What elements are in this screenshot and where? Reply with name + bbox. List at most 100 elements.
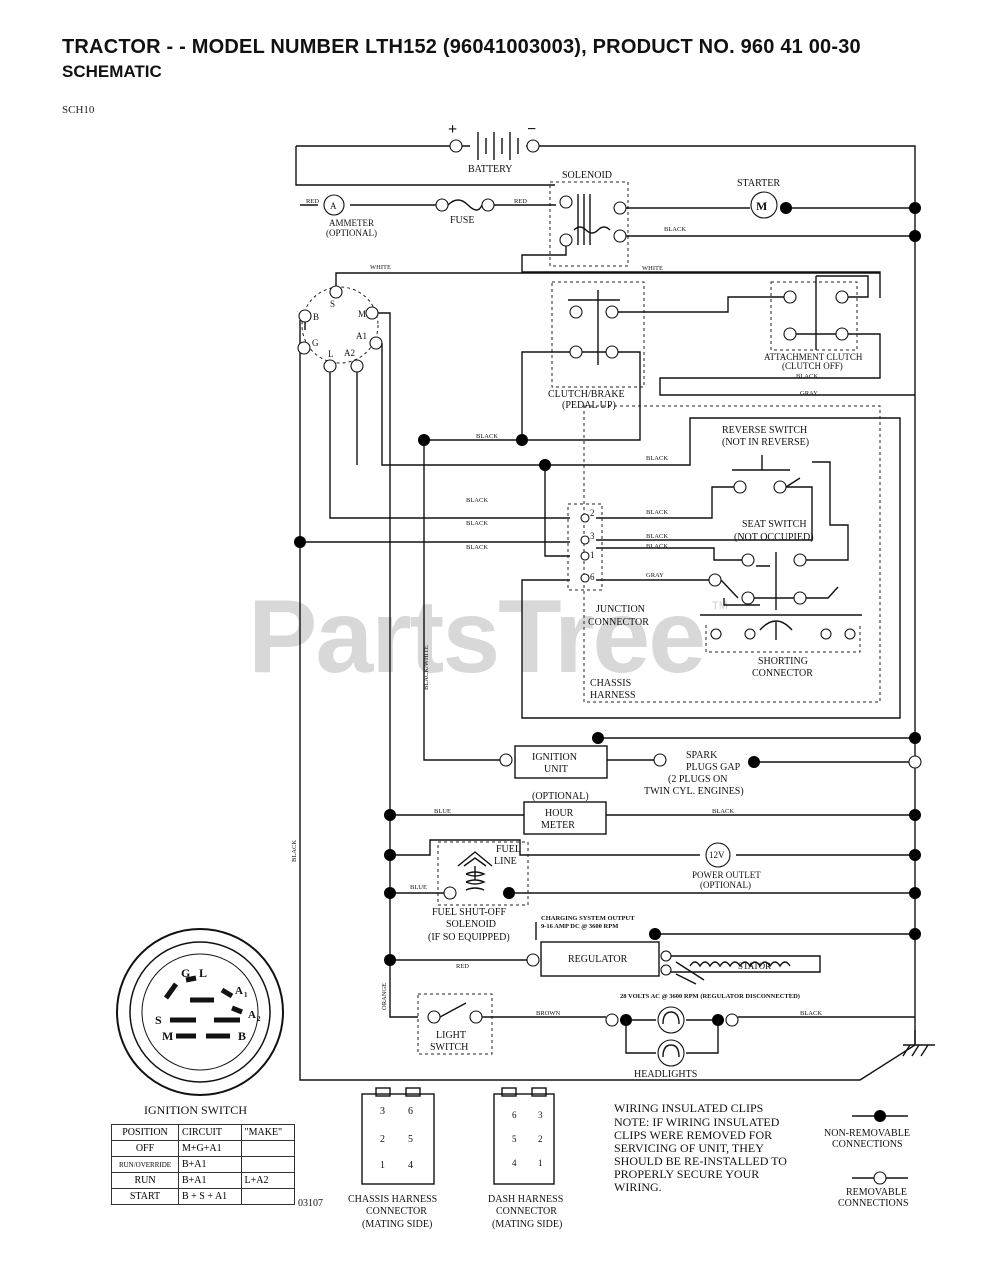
ign-letter-b: B (238, 1029, 246, 1043)
ign-letter-s: S (155, 1013, 162, 1027)
battery-positive-terminal (449, 139, 463, 153)
terminal-b: B (313, 312, 319, 322)
row-make (240, 1188, 296, 1205)
battery-negative-terminal (526, 139, 540, 153)
ignition-switch-title: IGNITION SWITCH (144, 1103, 247, 1117)
fuel-shutoff-label: FUEL SHUT-OFF (432, 907, 506, 918)
wire-black-l1: BLACK (466, 497, 488, 504)
ignition-terminal-cluster: S M B A1 G L A2 WHITE (297, 264, 880, 1018)
regulator-box (540, 941, 660, 977)
dash-pin-6: 6 (512, 1110, 517, 1120)
chassis-harness-connector: 3 6 2 5 1 4 CHASSIS HARNESS CONNECTOR (M… (348, 1087, 437, 1230)
wire-blue-1: BLUE (434, 808, 451, 815)
dash-conn-label: DASH HARNESS (488, 1194, 563, 1205)
spark-label: SPARK (686, 750, 718, 761)
wire-black-j1: BLACK (646, 543, 668, 550)
clutch-brake-switch: CLUTCH/BRAKE (PEDAL UP) BLACK (418, 281, 790, 446)
reverse-switch-label: REVERSE SWITCH (722, 425, 807, 436)
attachment-clutch: ATTACHMENT CLUTCH (CLUTCH OFF) BLACK GRA… (659, 275, 915, 397)
chassis-harness-label-2: HARNESS (590, 690, 636, 701)
wire-blue-2: BLUE (410, 884, 427, 891)
wire-brown: BROWN (536, 1010, 561, 1017)
terminal-m: M (358, 309, 366, 319)
fuel-line-label-2: LINE (494, 856, 517, 867)
ammeter-a: A (330, 201, 337, 211)
ign-letter-m: M (162, 1029, 173, 1043)
wire-white-2: WHITE (642, 265, 663, 272)
battery: + − BATTERY (448, 121, 540, 175)
starter-label: STARTER (737, 178, 780, 189)
legend-removable: REMOVABLE (846, 1187, 907, 1198)
ammeter-label: AMMETER (329, 218, 374, 228)
terminal-a1: A1 (356, 331, 367, 341)
row-position: START (111, 1188, 179, 1205)
hour-meter-branch: (OPTIONAL) HOUR METER BLUE BLACK (384, 791, 921, 835)
solenoid-label: SOLENOID (562, 170, 612, 181)
fuel-shutoff-branch: BLUE FUEL SHUT-OFF SOLENOID (IF SO EQUIP… (384, 884, 921, 943)
note-line-3: SERVICING OF UNIT, THEY (614, 1141, 764, 1155)
junction-pin-1: 1 (590, 550, 595, 560)
ign-letter-a2-sub: 2 (257, 1015, 261, 1023)
fuel-power-branch: 12V POWER OUTLET (OPTIONAL) FUEL LINE (384, 839, 921, 906)
ignition-switch-table: POSITION CIRCUIT "MAKE" OFF M+G+A1 RUN/O… (111, 1124, 296, 1205)
ign-letter-a2: A (248, 1009, 256, 1021)
legend-non-removable-dot (874, 1110, 886, 1122)
legend-non-removable: NON-REMOVABLE (824, 1128, 910, 1139)
charging-label: CHARGING SYSTEM OUTPUT (541, 915, 635, 922)
light-switch-label-2: SWITCH (430, 1042, 468, 1053)
dash-pin-4: 4 (512, 1158, 517, 1168)
wire-red-1: RED (306, 198, 319, 205)
ignition-unit-label-2: UNIT (544, 764, 568, 775)
chassis-conn-label: CHASSIS HARNESS (348, 1194, 437, 1205)
table-row: RUN/OVERRIDE B+A1 (111, 1156, 296, 1173)
wire-red-3: RED (456, 963, 469, 970)
row-make (240, 1140, 296, 1157)
page-subtitle: SCHEMATIC (62, 62, 162, 81)
wire-red-2: RED (514, 198, 527, 205)
dash-pin-1: 1 (538, 1158, 543, 1168)
row-circuit: M+G+A1 (178, 1140, 242, 1157)
power-outlet-opt: (OPTIONAL) (700, 880, 751, 890)
legend: NON-REMOVABLE CONNECTIONS REMOVABLE CONN… (824, 1110, 910, 1209)
table-header-row: POSITION CIRCUIT "MAKE" (111, 1124, 296, 1141)
attachment-clutch-off: (CLUTCH OFF) (782, 361, 843, 371)
chassis-conn-label-3: (MATING SIDE) (362, 1219, 432, 1230)
junction-pin-2: 2 (590, 508, 595, 518)
wire-black-rev: BLACK (646, 455, 668, 462)
headlight-icon (657, 1006, 685, 1034)
wire-black-hour: BLACK (712, 808, 734, 815)
attachment-clutch-label: ATTACHMENT CLUTCH (764, 352, 863, 362)
fuel-shutoff-label-3: (IF SO EQUIPPED) (428, 932, 510, 943)
wire-black-attach: BLACK (796, 373, 818, 380)
legend-removable-2: CONNECTIONS (838, 1198, 909, 1209)
chassis-harness-label: CHASSIS (590, 678, 631, 689)
row-circuit: B+A1 (178, 1172, 242, 1189)
ign-letter-a1: A (235, 985, 243, 997)
light-switch-label: LIGHT (436, 1030, 466, 1041)
dash-conn-label-2: CONNECTOR (496, 1206, 557, 1217)
hour-meter-label-2: METER (541, 820, 575, 831)
junction-connector: 2 3 1 6 (567, 503, 603, 591)
ignition-switch-icon: G L A 1 S A 2 M B IGNITION SWITCH (116, 928, 284, 1117)
starter-m: M (756, 199, 767, 213)
header-circuit: CIRCUIT (178, 1124, 242, 1141)
wire-black-clutch: BLACK (476, 433, 498, 440)
spark-label-2: PLUGS GAP (686, 762, 741, 773)
ignition-unit-label: IGNITION (532, 752, 577, 763)
clutch-brake-pedal: (PEDAL UP) (562, 400, 616, 411)
dash-pin-5: 5 (512, 1134, 517, 1144)
chassis-conn-label-2: CONNECTOR (366, 1206, 427, 1217)
ac-note: 28 VOLTS AC @ 3600 RPM (REGULATOR DISCON… (620, 993, 800, 1000)
junction-label-2: CONNECTOR (588, 617, 649, 628)
note-line-4: SHOULD BE RE-INSTALLED TO (614, 1154, 787, 1168)
row-position: RUN/OVERRIDE (111, 1156, 179, 1173)
spark-label-4: TWIN CYL. ENGINES) (644, 786, 744, 797)
chassis-pin-3: 3 (380, 1106, 385, 1117)
page-title: TRACTOR - - MODEL NUMBER LTH152 (9604100… (62, 36, 861, 58)
terminal-g: G (312, 338, 319, 348)
ammeter-icon (323, 194, 345, 216)
clutch-brake-label: CLUTCH/BRAKE (548, 389, 625, 400)
wire-black-white: BLACK/WHITE (423, 645, 430, 690)
dash-harness-connector: 6 3 5 2 4 1 DASH HARNESS CONNECTOR (MATI… (488, 1087, 563, 1230)
seat-switch-state: (NOT OCCUPIED) (734, 532, 814, 543)
